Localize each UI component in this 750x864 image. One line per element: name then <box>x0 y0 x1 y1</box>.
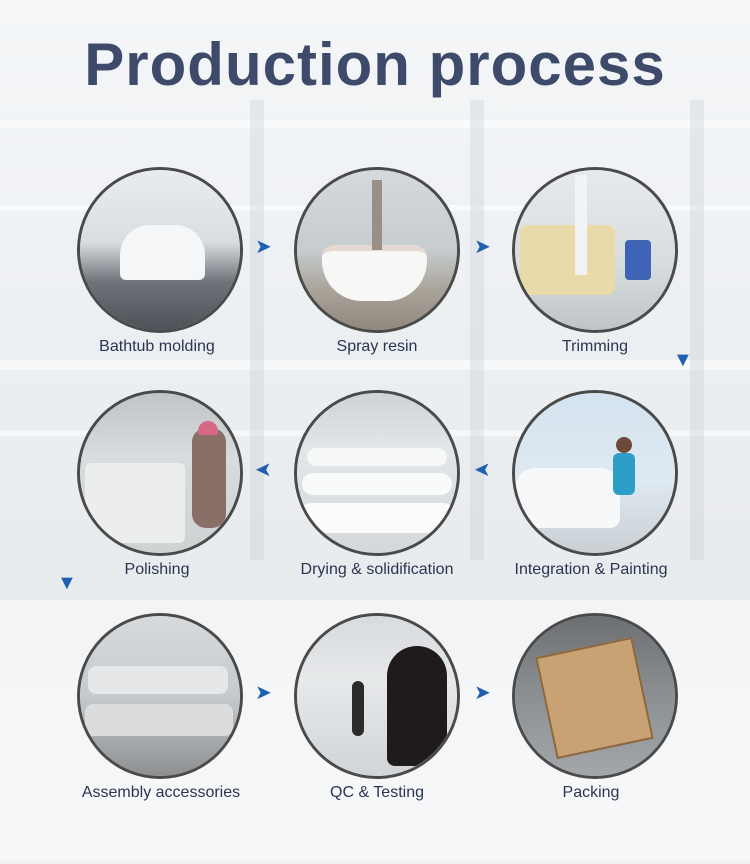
step-2-photo <box>294 167 460 333</box>
step-1-photo <box>77 167 243 333</box>
step-2-label: Spray resin <box>336 338 418 355</box>
step-3-photo <box>512 167 678 333</box>
step-7-label: Assembly accessories <box>81 784 241 801</box>
arrow-right-icon: ➤ <box>255 682 272 704</box>
step-7-photo <box>77 613 243 779</box>
step-8-photo <box>294 613 460 779</box>
arrow-left-icon: ➤ <box>474 459 491 481</box>
step-9-label: Packing <box>562 784 620 801</box>
step-8-label: QC & Testing <box>330 784 424 801</box>
arrow-down-icon: ▼ <box>673 349 693 371</box>
arrow-right-icon: ➤ <box>255 236 272 258</box>
step-5-label: Drying & solidification <box>300 561 454 578</box>
step-9-photo <box>512 613 678 779</box>
step-4-label: Integration & Painting <box>514 561 668 578</box>
arrow-right-icon: ➤ <box>474 236 491 258</box>
step-6-label: Polishing <box>124 561 190 578</box>
step-5-photo <box>294 390 460 556</box>
arrow-right-icon: ➤ <box>474 682 491 704</box>
arrow-left-icon: ➤ <box>255 459 272 481</box>
step-6-photo <box>77 390 243 556</box>
step-3-label: Trimming <box>561 338 629 355</box>
arrow-down-icon: ▼ <box>57 572 77 594</box>
step-4-photo <box>512 390 678 556</box>
step-1-label: Bathtub molding <box>99 338 215 355</box>
page-title: Production process <box>84 31 666 98</box>
